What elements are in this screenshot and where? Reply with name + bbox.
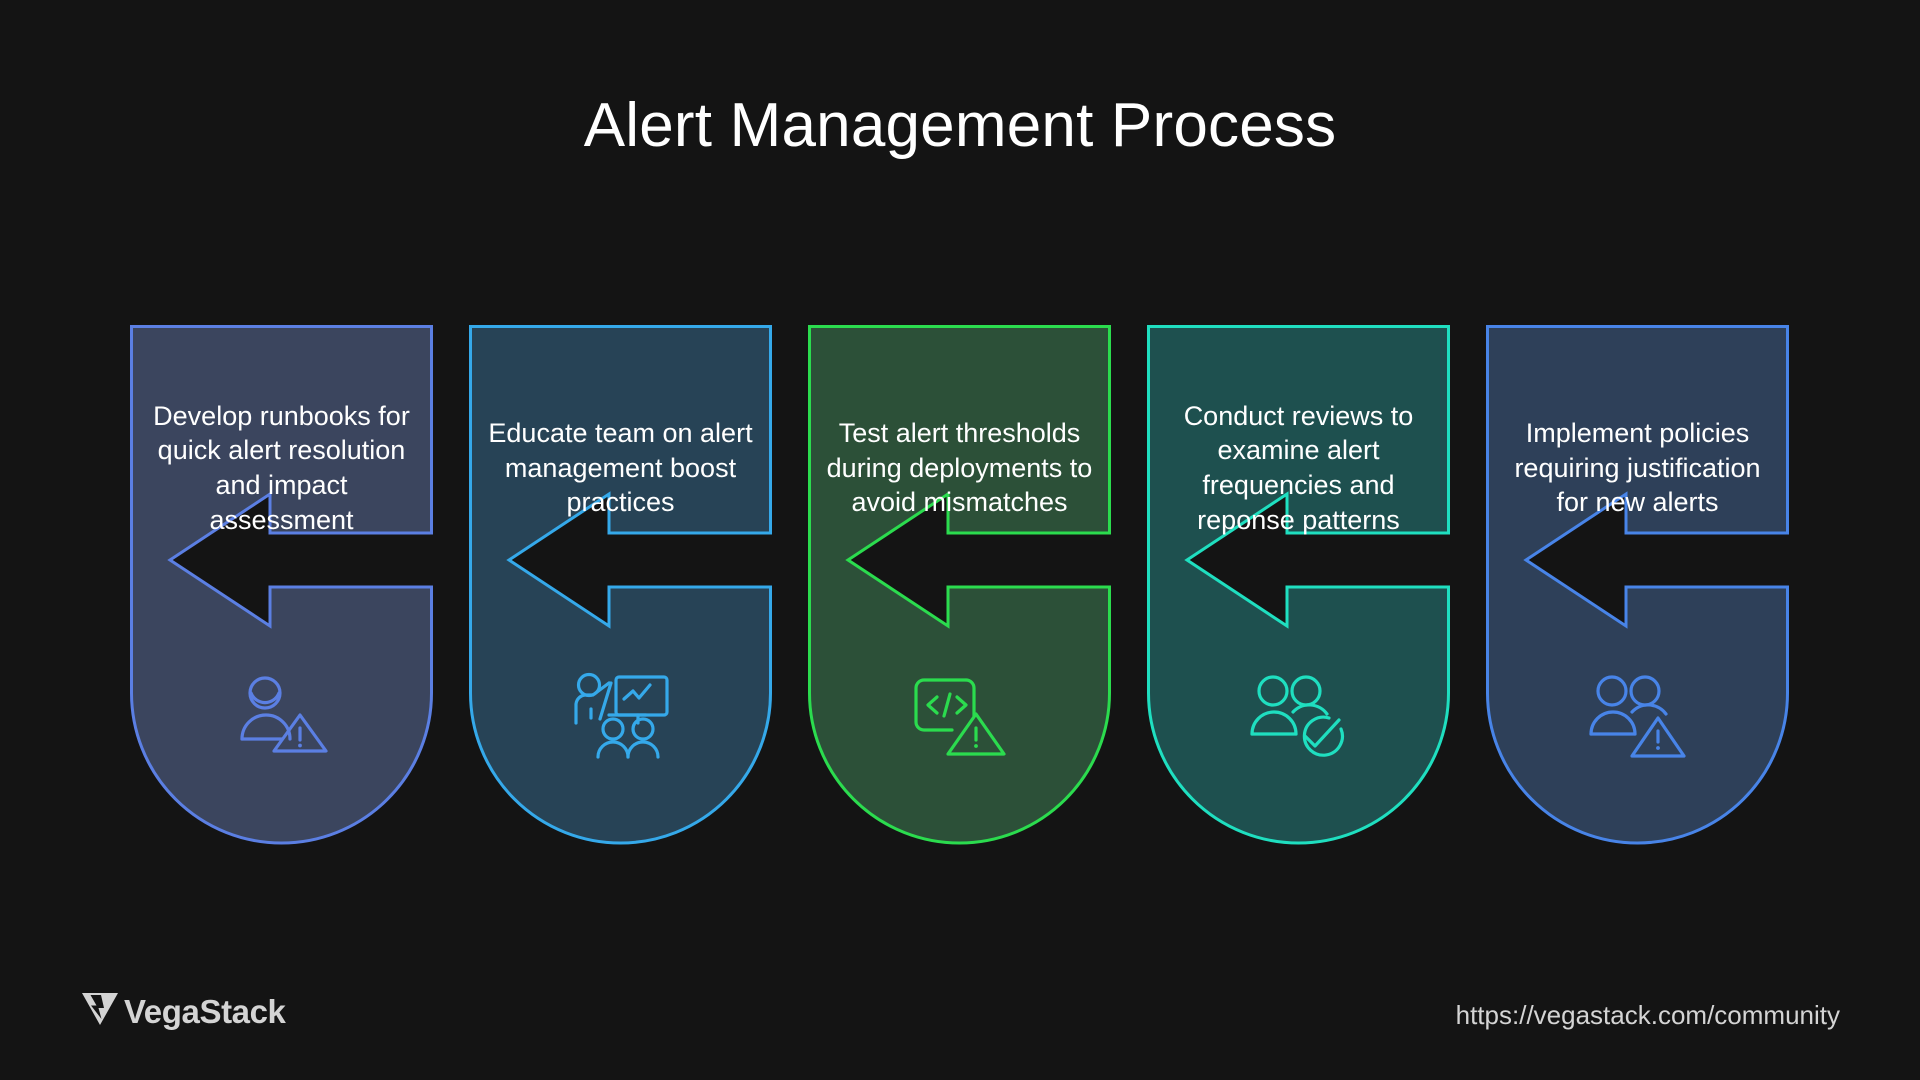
brand-logo: VegaStack (80, 991, 286, 1032)
page-title: Alert Management Process (583, 91, 1337, 160)
process-step-card[interactable]: Conduct reviews to examine alert frequen… (1147, 325, 1450, 845)
footer-url: https://vegastack.com/community (1455, 1000, 1840, 1030)
person-warning-icon (130, 655, 433, 775)
code-warning-icon (808, 655, 1111, 775)
people-warning-icon (1486, 655, 1789, 775)
step-shape-4 (1147, 325, 1450, 845)
presentation-training-icon (469, 655, 772, 775)
process-step-card[interactable]: Educate team on alert management boost p… (469, 325, 772, 845)
brand-name: VegaStack (124, 993, 286, 1030)
step-shape-2 (469, 325, 772, 845)
step-shape-1 (130, 325, 433, 845)
process-step-card[interactable]: Implement policies requiring justificati… (1486, 325, 1789, 845)
step-label: Educate team on alert management boost p… (488, 418, 753, 518)
vegastack-bolt-icon (80, 991, 120, 1032)
process-steps-row: Develop runbooks for quick alert resolut… (130, 325, 1790, 845)
step-label: Test alert thresholds during deployments… (826, 418, 1093, 518)
step-shape-3 (808, 325, 1111, 845)
step-label: Conduct reviews to examine alert frequen… (1183, 400, 1414, 535)
step-label: Implement policies requiring justificati… (1514, 418, 1761, 518)
process-step-card[interactable]: Test alert thresholds during deployments… (808, 325, 1111, 845)
process-step-card[interactable]: Develop runbooks for quick alert resolut… (130, 325, 433, 845)
step-label: Develop runbooks for quick alert resolut… (153, 400, 410, 535)
people-check-icon (1147, 655, 1450, 775)
step-shape-5 (1486, 325, 1789, 845)
